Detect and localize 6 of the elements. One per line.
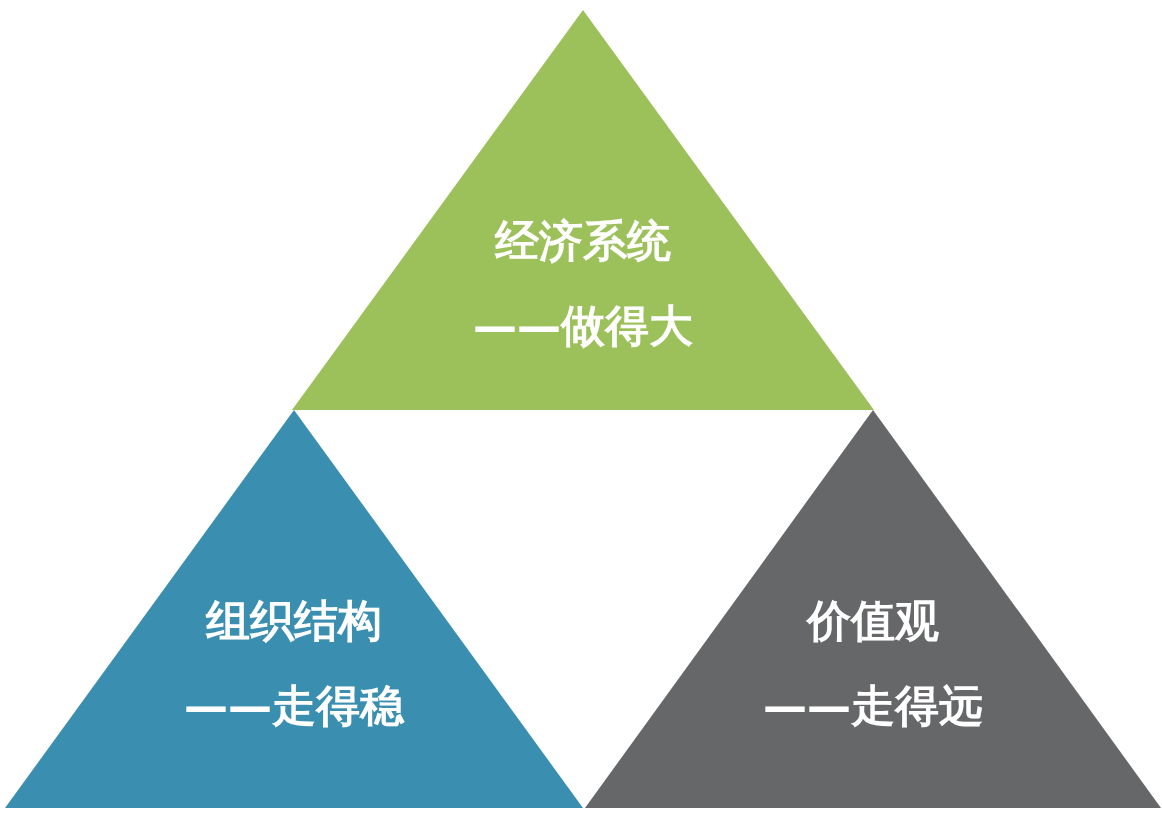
subtitle-text: ——走得稳 — [184, 680, 404, 732]
subtitle-text: ——走得远 — [763, 680, 983, 732]
heading-text: 经济系统 — [495, 215, 671, 267]
heading-text: 价值观 — [807, 595, 939, 647]
subtitle-text: ——做得大 — [473, 300, 693, 352]
heading-text: 组织结构 — [206, 595, 382, 647]
